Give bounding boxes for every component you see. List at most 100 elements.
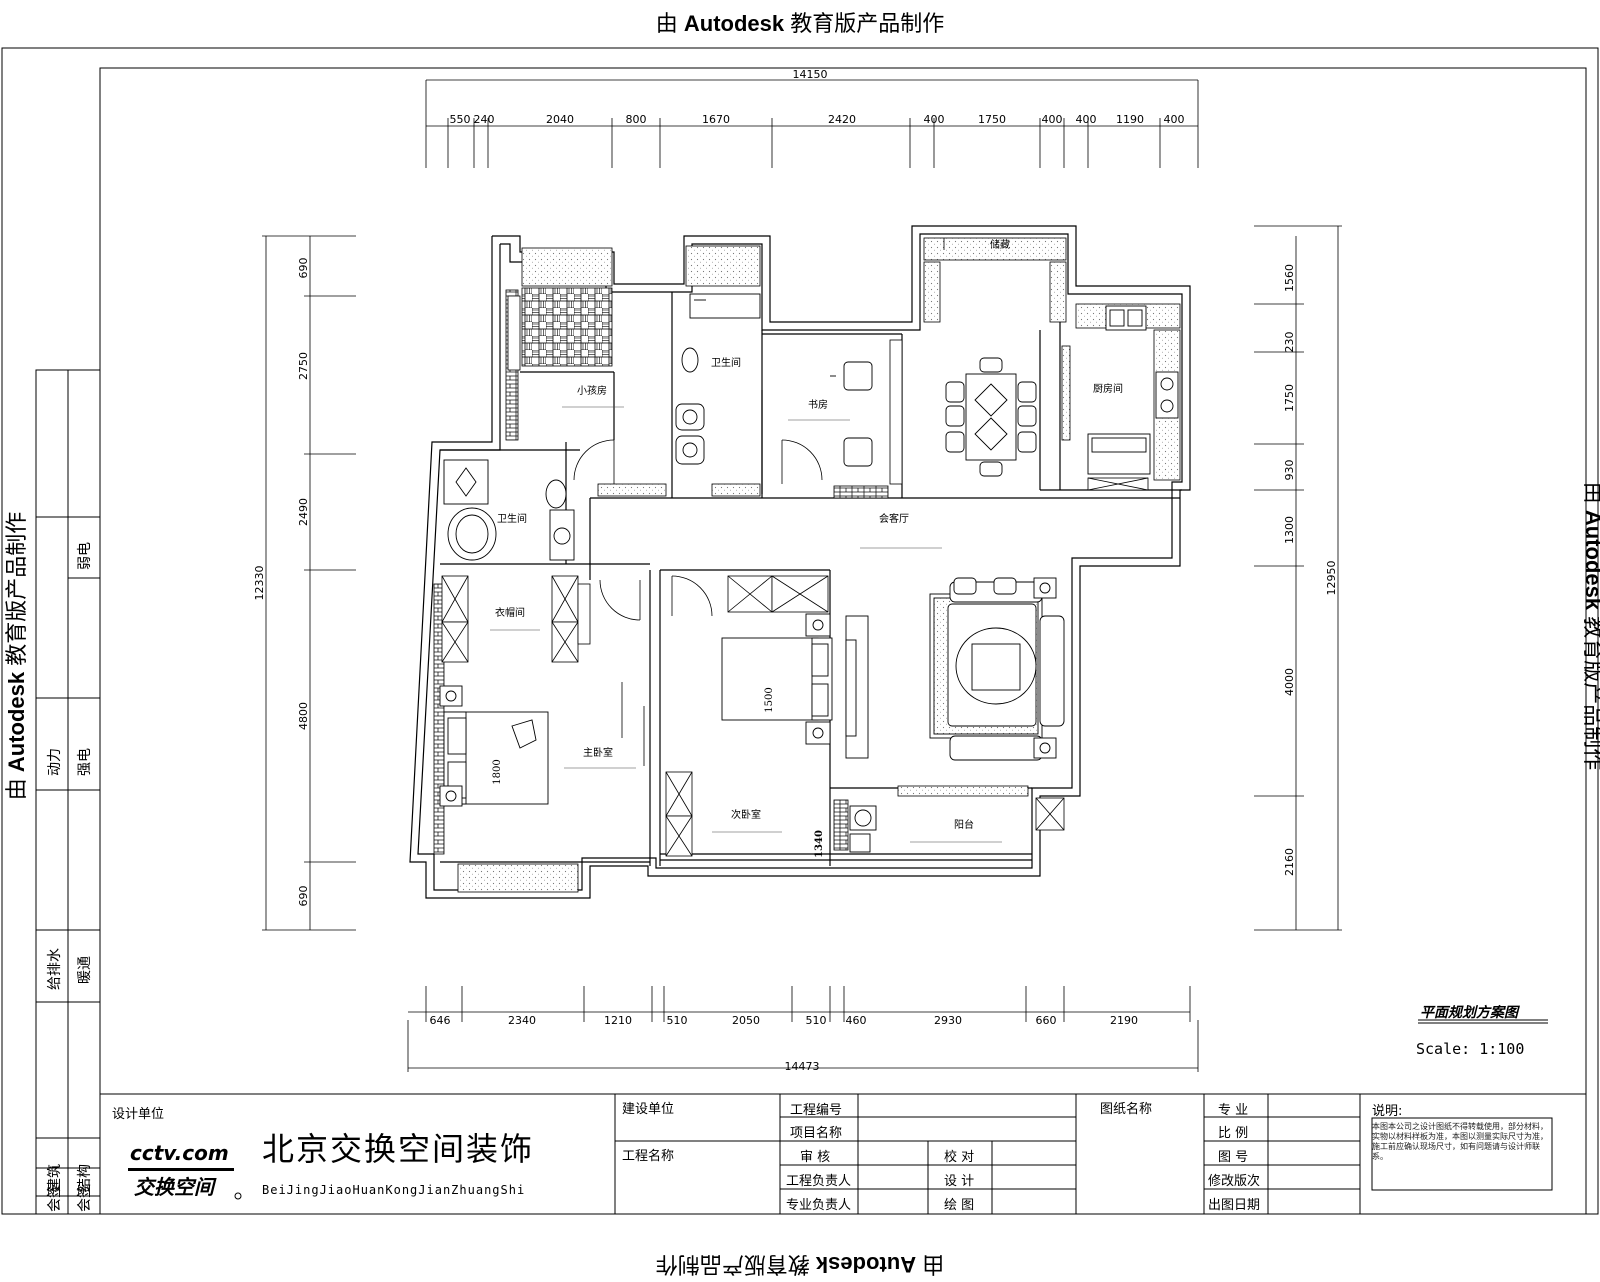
dim-top-4: 1670	[702, 113, 730, 126]
doors	[573, 238, 945, 766]
label-discipline-lead: 专业负责人	[786, 1198, 852, 1213]
furniture-kitchen	[1087, 305, 1179, 475]
label-drawing-no: 图 号	[1218, 1150, 1249, 1165]
floor-patterns	[433, 237, 1181, 893]
strip-weak: 弱电	[77, 542, 93, 570]
dim-bottom-4: 2050	[732, 1014, 760, 1027]
room-kitchen: 厨房间	[1093, 382, 1123, 395]
dim-right-5: 4000	[1283, 668, 1296, 696]
dim-bottom-2: 1210	[604, 1014, 632, 1027]
room-bathroom-upper: 卫生间	[711, 356, 741, 369]
strip-strong: 强电	[77, 748, 93, 776]
label-design: 设 计	[944, 1174, 975, 1189]
dim-right-0: 1560	[1283, 264, 1296, 292]
watermark-top: 由 Autodesk 教育版产品制作	[655, 11, 945, 36]
wall-dim: 1340	[814, 830, 825, 858]
dimension-labels: 14150 550 240 2040 800 1670 2420 400 175…	[253, 68, 1338, 1073]
notes-text: 本图本公司之设计图纸不得转载使用，部分材料，实物以材料样板为准，本图以测量实际尺…	[1372, 1122, 1548, 1161]
room-small-bedroom: 小孩房	[577, 384, 607, 397]
dim-top-7: 1750	[978, 113, 1006, 126]
room-second-bedroom: 次卧室	[731, 808, 761, 821]
furniture-balcony	[849, 805, 877, 853]
bed-dim-master: 1800	[492, 759, 503, 784]
room-labels: 小孩房 书房 卫生间 厨房间 会客厅 卫生间 衣帽间 主卧室 次卧室 阳台 储藏…	[492, 238, 1123, 858]
logo-sub: 交换空间	[134, 1175, 217, 1199]
dim-top-1: 240	[474, 113, 495, 126]
label-design-unit: 设计单位	[112, 1107, 165, 1122]
dim-right-3: 930	[1283, 460, 1296, 481]
label-issue-date: 出图日期	[1208, 1198, 1261, 1213]
dim-bottom-total: 14473	[785, 1060, 820, 1073]
dim-top-total: 14150	[793, 68, 828, 81]
dim-right-4: 1300	[1283, 516, 1296, 544]
company-pinyin: BeiJingJiaoHuanKongJianZhuangShi	[262, 1183, 526, 1197]
room-study: 书房	[808, 398, 828, 411]
dim-right-6: 2160	[1283, 848, 1296, 876]
label-major: 专 业	[1218, 1103, 1249, 1118]
dim-right-2: 1750	[1283, 384, 1296, 412]
dim-top-3: 800	[626, 113, 647, 126]
strip-arch: 建筑	[47, 1164, 63, 1192]
dim-left-2: 2490	[297, 498, 310, 526]
dim-top-11: 400	[1164, 113, 1185, 126]
label-drawing-name: 图纸名称	[1100, 1102, 1153, 1117]
walls	[409, 225, 1191, 899]
room-master-bedroom: 主卧室	[583, 746, 613, 759]
furniture-living	[929, 577, 1065, 761]
drawing-scale: Scale: 1:100	[1416, 1040, 1525, 1058]
dim-bottom-9: 2190	[1110, 1014, 1138, 1027]
dimension-lines	[262, 79, 1342, 1072]
dim-top-2: 2040	[546, 113, 574, 126]
label-proofread: 校 对	[944, 1150, 975, 1165]
label-ratio: 比 例	[1218, 1126, 1249, 1141]
drawing-title: 平面规划方案图	[1420, 1005, 1518, 1021]
furniture-bathroom	[443, 293, 761, 561]
dim-bottom-7: 2930	[934, 1014, 962, 1027]
dim-bottom-3: 510	[667, 1014, 688, 1027]
dim-top-0: 550	[450, 113, 471, 126]
dim-bottom-8: 660	[1036, 1014, 1057, 1027]
strip-power: 动力	[47, 748, 63, 776]
room-balcony: 阳台	[954, 818, 974, 831]
company-logo: cctv.com 交换空间	[128, 1141, 242, 1200]
dim-left-0: 690	[297, 258, 310, 279]
label-project-lead: 工程负责人	[786, 1174, 852, 1189]
dim-right-total: 12950	[1325, 561, 1338, 596]
furniture-beds	[439, 613, 869, 807]
dim-bottom-1: 2340	[508, 1014, 536, 1027]
notes-title: 说明:	[1372, 1104, 1403, 1119]
bed-dim-second: 1500	[764, 687, 775, 712]
dim-top-10: 1190	[1116, 113, 1144, 126]
left-sign-strip	[35, 369, 101, 1215]
dim-bottom-0: 646	[430, 1014, 451, 1027]
label-review: 审 核	[800, 1150, 831, 1165]
label-project-name: 工程名称	[622, 1149, 675, 1164]
title-block-lines	[100, 1019, 1586, 1214]
dim-top-6: 400	[924, 113, 945, 126]
strip-plumbing: 给排水	[47, 948, 63, 990]
strip-struct: 结构	[77, 1164, 93, 1192]
label-draw: 绘 图	[944, 1198, 975, 1213]
dim-right-1: 230	[1283, 332, 1296, 353]
company-name: 北京交换空间装饰	[262, 1130, 535, 1168]
material-notes	[490, 406, 1002, 843]
wardrobes	[441, 295, 1149, 857]
dim-left-1: 2750	[297, 352, 310, 380]
dim-left-total: 12330	[253, 566, 266, 601]
dim-top-8: 400	[1042, 113, 1063, 126]
furniture-dining	[830, 357, 1037, 477]
label-build-unit: 建设单位	[622, 1102, 675, 1117]
room-cloakroom: 衣帽间	[495, 606, 525, 619]
label-project-no: 工程编号	[790, 1103, 843, 1118]
label-revision: 修改版次	[1208, 1174, 1261, 1189]
room-storage: 储藏	[990, 238, 1010, 251]
dim-left-4: 690	[297, 886, 310, 907]
room-bathroom-master: 卫生间	[497, 512, 527, 525]
logo-text: cctv.com	[130, 1141, 229, 1165]
dim-bottom-5: 510	[806, 1014, 827, 1027]
label-item-name: 项目名称	[790, 1126, 843, 1141]
strip-hvac: 暖通	[77, 956, 93, 984]
dim-top-9: 400	[1076, 113, 1097, 126]
dim-top-5: 2420	[828, 113, 856, 126]
